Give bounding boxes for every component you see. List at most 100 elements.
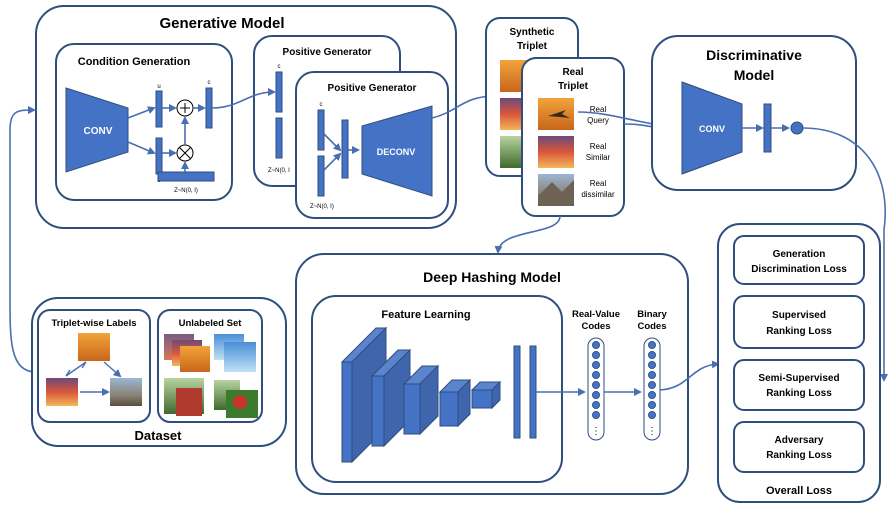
unlabeled-image-7 xyxy=(176,388,202,416)
real-dissimilar-label-1: Real xyxy=(590,179,607,188)
real-similar-label-2: Similar xyxy=(586,153,611,162)
real-triplet: Real Triplet Real Query Real Similar Rea… xyxy=(521,57,625,217)
dataset-similar-image xyxy=(46,378,78,406)
dataset-to-generative-arrow xyxy=(9,106,37,373)
discriminative-title-2: Model xyxy=(734,67,774,83)
c-to-pg-arrow xyxy=(211,88,276,109)
real-value-code-node xyxy=(592,340,601,349)
discriminator-vector xyxy=(763,103,772,153)
loss-item-supervised-line2: Ranking Loss xyxy=(766,326,832,337)
pg-concat-vector xyxy=(341,119,349,179)
loss-item-generation xyxy=(733,235,865,285)
pg-back-c-vector xyxy=(275,71,283,113)
triplet-labels-title: Triplet-wise Labels xyxy=(52,318,137,329)
noise-vector xyxy=(157,171,215,182)
loss-item-adversary-line1: Adversary xyxy=(775,435,824,446)
real-query-label-2: Query xyxy=(587,116,609,125)
positive-generator-back-title: Positive Generator xyxy=(283,47,372,58)
real-value-codes-label-1: Real-Value xyxy=(572,309,620,320)
real-triplet-line2: Triplet xyxy=(558,81,589,92)
c-vector xyxy=(205,87,213,129)
loss-item-adversary-line2: Ranking Loss xyxy=(766,450,832,461)
loss-item-semi-supervised-line2: Ranking Loss xyxy=(766,388,832,399)
pg-noise-label: Z~N(0, I) xyxy=(310,204,334,210)
binary-code-node xyxy=(648,390,657,399)
generative-model-title: Generative Model xyxy=(159,15,284,32)
discriminator-conv-block xyxy=(681,81,743,175)
deconv-label: DECONV xyxy=(377,147,416,157)
synthetic-triplet-line2: Triplet xyxy=(517,41,548,52)
pg-back-c-label: c xyxy=(278,64,281,70)
binary-code-node xyxy=(648,340,657,349)
discriminative-model: Discriminative Model CONV xyxy=(651,35,857,191)
c-label: c xyxy=(208,80,211,86)
noise-label: Z~N(0, I) xyxy=(174,188,198,194)
discriminative-title-1: Discriminative xyxy=(706,47,802,63)
unlabeled-image-5 xyxy=(224,342,256,372)
binary-codes-label-2: Codes xyxy=(637,321,666,332)
loss-item-semi-supervised-line1: Semi-Supervised xyxy=(758,373,839,384)
overall-loss-title: Overall Loss xyxy=(766,485,832,497)
binary-code-node xyxy=(648,380,657,389)
dataset-title: Dataset xyxy=(135,428,183,443)
conv-to-sigma-arrow xyxy=(127,141,156,155)
real-dissimilar-label-2: dissimilar xyxy=(581,190,615,199)
binary-codes-label-1: Binary xyxy=(637,309,667,320)
real-value-codes-label-2: Codes xyxy=(581,321,610,332)
real-value-code-node xyxy=(592,360,601,369)
unlabeled-set-title: Unlabeled Set xyxy=(179,318,243,329)
binary-code-node xyxy=(648,370,657,379)
pg-z-vector xyxy=(317,155,325,197)
u-vector xyxy=(155,90,163,128)
feature-learning-title: Feature Learning xyxy=(381,309,470,321)
real-value-code-node xyxy=(592,380,601,389)
conv-block xyxy=(65,87,129,173)
real-value-codes-column xyxy=(587,337,605,441)
loss-item-semi-supervised xyxy=(733,359,865,411)
real-value-code-node xyxy=(592,370,601,379)
real-triplet-line1: Real xyxy=(562,67,583,78)
pg-c-label: c xyxy=(320,102,323,108)
discriminator-to-loss-arrow xyxy=(802,127,888,382)
real-value-codes-dots: ⋮ xyxy=(591,426,601,437)
pg-c-vector xyxy=(317,109,325,151)
positive-generator-front-title: Positive Generator xyxy=(328,83,417,94)
hashing-to-loss-arrow xyxy=(659,360,720,391)
feature-conv-stack xyxy=(340,326,502,464)
conv-to-u-arrow xyxy=(127,106,156,119)
discriminator-output-node xyxy=(790,121,804,135)
dataset-dissimilar-image xyxy=(110,378,142,406)
conv-label: CONV xyxy=(84,126,113,137)
synthetic-triplet-line1: Synthetic xyxy=(509,27,554,38)
loss-item-generation-line2: Discrimination Loss xyxy=(751,264,847,275)
unlabeled-image-3 xyxy=(180,346,210,372)
loss-item-supervised xyxy=(733,295,865,349)
fc-layer-1 xyxy=(513,345,521,439)
discriminator-conv-label: CONV xyxy=(699,124,725,134)
sigma-vector xyxy=(155,137,163,175)
pg-back-z-vector xyxy=(275,117,283,159)
binary-code-node xyxy=(648,400,657,409)
condition-generation-title: Condition Generation xyxy=(78,56,191,68)
dataset: Dataset Triplet-wise Labels Unlabeled Se… xyxy=(31,297,287,447)
deep-hashing-title: Deep Hashing Model xyxy=(423,269,561,285)
u-label: u xyxy=(157,84,160,90)
code-dots xyxy=(592,340,657,419)
loss-item-adversary xyxy=(733,421,865,473)
real-value-code-node xyxy=(592,400,601,409)
binary-codes-dots: ⋮ xyxy=(647,426,657,437)
loss-item-supervised-line1: Supervised xyxy=(772,310,826,321)
real-similar-label-1: Real xyxy=(590,142,607,151)
overall-loss: Overall Loss Generation Discrimination L… xyxy=(717,223,881,503)
deep-hashing-model: Deep Hashing Model Feature Learning Real… xyxy=(295,253,689,495)
deconv-block xyxy=(361,105,433,197)
fc-layer-2 xyxy=(529,345,537,439)
real-query-label-1: Real xyxy=(590,105,607,114)
binary-codes-column xyxy=(643,337,661,441)
real-value-code-node xyxy=(592,350,601,359)
pg-back-noise-label: Z~N(0, I xyxy=(268,168,290,174)
triplet-to-hashing-arrow xyxy=(494,215,561,254)
real-value-code-node xyxy=(592,390,601,399)
dataset-query-image xyxy=(78,333,110,361)
